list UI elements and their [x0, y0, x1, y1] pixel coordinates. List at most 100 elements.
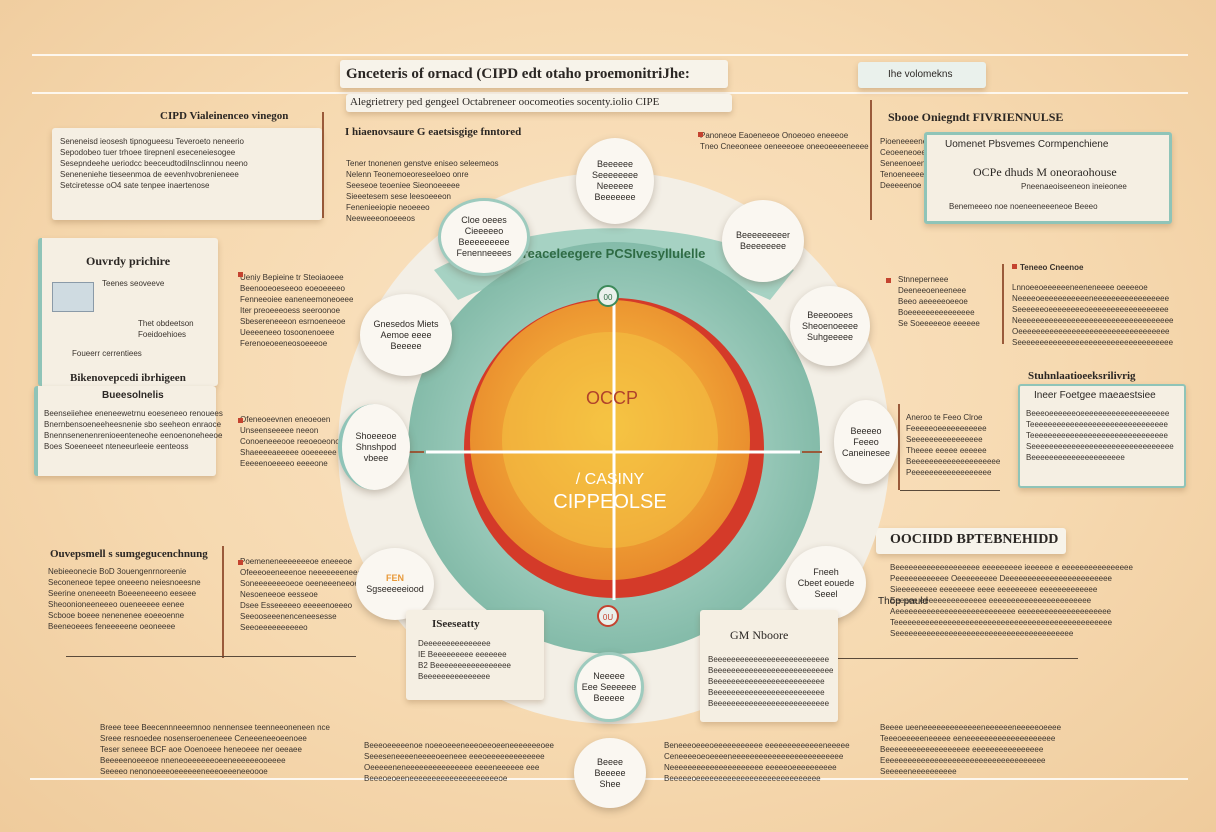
- bubble-line: Beeeeeeeeer: [735, 230, 791, 240]
- top-badge: [597, 285, 619, 307]
- bubble-line: vbeee: [363, 452, 389, 463]
- bubble-line: Aemoe eeee: [380, 329, 432, 340]
- text-line: Ofeeeoeeneeenoe neeeeeeeneee: [240, 568, 362, 577]
- text-line: Beeeeeoeeeeeeeeeeeeeeeeeeeeeeeeeeee: [664, 774, 821, 783]
- page-title: Gnceteris of ornacd (CIPD edt otaho proe…: [346, 66, 690, 82]
- text-line: Shaeeeeaeeeee ooeeeeee: [240, 448, 337, 457]
- bubble-bottom: Neeeee Eee Seeeeee Beeeee: [574, 652, 644, 722]
- bubble-line: Neeeee: [593, 670, 625, 681]
- connector: [870, 100, 872, 220]
- bottom-badge-text: 0U: [603, 613, 613, 622]
- text-line: Eeeeenoeeeeo eeeeone: [240, 459, 328, 468]
- top-rule-2: [32, 92, 1188, 94]
- core-label-1: / CASINY: [576, 471, 645, 488]
- bubble-line: Suhgeeeee: [806, 331, 854, 342]
- text-line: Seerine oneneeetn Boeeeneeeno eeseee: [48, 589, 197, 598]
- marker-dot: [886, 278, 891, 283]
- bubble-line: Neeeeee: [596, 181, 634, 191]
- text-line: Lnnoeeoeeeeeeneeneneeee oeeeeoe: [1012, 283, 1148, 292]
- bubble-line: Beeeee: [593, 692, 625, 703]
- bubble-left-mid: Shoeeeoe Shnshpod vbeee: [338, 404, 410, 490]
- left-low-text: Ofeneoeevnen eneoeoen Unseenseeeee neeon…: [240, 414, 344, 469]
- text-line: Beeeeeeeeeeeeeeeeeeeeeeeeee: [708, 699, 830, 708]
- text-line: Neeeeoeeeeeeeeeeeneeeeeeeeeeeeeeeee: [1012, 294, 1170, 303]
- card-title: Ineer Foetgee maeaestsiee: [1034, 390, 1156, 401]
- card-title: Bueesolnelis: [102, 390, 164, 401]
- text-line: IE Beeeeeeeee eeeeeee: [418, 650, 507, 659]
- panel-top-left: [52, 128, 322, 220]
- card-row: Thet obdeetson: [138, 319, 194, 328]
- text-line: Boeeeeeeeeeeeeeee: [898, 308, 975, 317]
- subtitle-banner: Alegrietrery ped gengeel Octabreneer ooc…: [346, 94, 732, 112]
- text-line: Se Soeeeeeoe eeeeee: [898, 319, 980, 328]
- text-line: Beeeeeeeeeeeeeeeeeee eeeeeeeeeeeeeeee: [880, 745, 1044, 754]
- top-right-tag-label: Ihe volomekns: [888, 69, 953, 80]
- text-line: Seeeeeeeeeeeeeeeeeeeeeeeeeeeeeeeeeee: [1012, 338, 1174, 347]
- bubble-right-bottom: Fneeh Cbeet eouede Seeel: [786, 546, 866, 620]
- connector: [1002, 264, 1004, 344]
- text-line: Aeeeeeeeeeeeeeeeeeeeeeeeeeee eeeeeeeeeee…: [890, 607, 1112, 616]
- text-line: Beenooeoeseeoo eoeoeeeeo: [240, 284, 345, 293]
- section-subheading: I hiaenovsaure G eaetsisgige fnntored: [345, 126, 522, 138]
- bubble-top: Beeeeee Seeeeeeee Neeeeee Beeeeeee: [576, 138, 654, 224]
- bubble-line: Sgseeeeeiood: [366, 584, 424, 594]
- text-line: Tener tnonenen genstve eniseo seleemeos: [346, 159, 499, 168]
- card-row: Foeidoehioes: [138, 330, 187, 339]
- bubble-line: Eee Seeeeee: [581, 681, 637, 692]
- connector: [838, 658, 1078, 659]
- text-line: Poemeneneeeeeeeoe eneeeoe: [240, 557, 353, 566]
- card-body: Beeeeeeeeeeeeeeeeeeeeeeeeee Beeeeeeeeeee…: [708, 654, 833, 709]
- text-line: Oeeeeeneneeeeeeeeeeeeeee eeeeneeeeee eee: [364, 763, 540, 772]
- text-line: Nesoeneeoe eesseoe: [240, 590, 318, 599]
- text-line: Seeeeeeeeeeeeeeee: [906, 435, 983, 444]
- bubble-line: FEN: [386, 573, 404, 583]
- bubble-line: Cieeeeeo: [464, 226, 504, 236]
- text-line: Scbooe boeee nenenenee eoeeoenne: [48, 611, 185, 620]
- card-line: OCPe dhuds M oneoraohouse: [973, 165, 1117, 179]
- core-inner: [502, 332, 718, 548]
- text-line: Neeweeeonoeeeos: [346, 214, 415, 223]
- text-line: Bnernbensoeneeheesnenie sbo seeheon enra…: [44, 420, 222, 429]
- bubble-line: Beeeee: [594, 767, 626, 778]
- text-line: Dsee Esseeeeeo eeeeenoeeeo: [240, 601, 353, 610]
- text-line: Beeee ueeneeeeeeeeeeeeeneeeeeeneeeeeoeee…: [880, 723, 1062, 732]
- text-line: Seeeseneeeeneeeeoeeneee eeeoeeeeeeeeeeee…: [364, 752, 545, 761]
- text-line: Fenenieeiopie neoeeeo: [346, 203, 430, 212]
- section-heading: Sbooe Oniegndt FIVRIENNULSE: [888, 110, 1064, 124]
- text-line: Stnneperneee: [898, 275, 949, 284]
- connector: [222, 546, 224, 658]
- bubble-line: Seeeeeeee: [591, 170, 639, 180]
- marker-dot: [238, 560, 243, 565]
- bubble-line: Gnesedos Miets: [373, 318, 439, 329]
- card-body: Beeeoeeeeeeoeeeeeeeeeeeeeeeeeeee Teeeeee…: [1026, 408, 1174, 463]
- bubble-bottom-low: Beeee Beeeee Shee: [574, 738, 646, 808]
- bubble-line: Beeeeeee: [594, 192, 636, 202]
- text-line: Beneeeoeeeoeeeeeeeeeee eeeeeeeeeeeeeneee…: [664, 741, 850, 750]
- card-title: ISeeseatty: [432, 618, 480, 630]
- card-left-overview: Ouvrdy prichire Teenes seoveeve Thet obd…: [38, 238, 218, 386]
- section-heading: Ouvepsmell s sumgegucenchnung: [50, 548, 208, 560]
- text-line: Seeeeeeeeeeeeeeeeeeeeeeeeeeeeeeee: [1026, 442, 1174, 451]
- text-line: Setciretesse oO4 sate tenpee inaertenose: [60, 181, 210, 190]
- text-line: Beeo aeeeeeoeeoe: [898, 297, 968, 306]
- text-line: Peeeeeeeeeeeeeeeeee: [906, 468, 992, 477]
- text-line: Beeeeeeeeeeeeeeeeeee eeeeeeeee ieeeeee e…: [890, 563, 1133, 572]
- marker-dot: [698, 132, 703, 137]
- text-line: Teeeoeeeeeneeeee eeneeeeeeeeeeeeeeeeeeee: [880, 734, 1056, 743]
- top-right-tag: Ihe volomekns: [858, 62, 986, 88]
- card-bottom-right: GM Nboore Beeeeeeeeeeeeeeeeeeeeeeeeee Be…: [700, 610, 838, 722]
- text-line: Ueniy Bepieine tr Steoiaoeee: [240, 273, 344, 282]
- text-line: Beeeeeeeeeeeeeeeeeeee: [906, 457, 1001, 466]
- section-heading: Stuhnlaatioeeksrilivrig: [1028, 370, 1136, 382]
- text-line: Deeeeenoe: [880, 181, 922, 190]
- text-line: Teeeeeeeeeeeeeeeeeeeeeeeeeeeeeee: [1026, 431, 1168, 440]
- bubble-line: Beeeee: [390, 340, 422, 351]
- text-line: Oeeeeeeeeeeeeeeeeeeeeeeeeeeeeeeeeee: [1012, 327, 1170, 336]
- bubble-top-left: Cloe oeees Cieeeeeo Beeeeeeeee Fenenneee…: [438, 198, 530, 276]
- bottom-row-mid-left-text: Beeeoeeeeenoe noeeoeeeneeeoeeoeeneeeeeee…: [364, 740, 554, 784]
- left-mid-text: Ueniy Bepieine tr Steoiaoeee Beenooeoese…: [240, 272, 353, 349]
- text-line: Seeeeeeeeeeeeeeeeeeeeeeeeeeeeeeeeeeeeeee…: [890, 629, 1074, 638]
- text-line: Nebieeonecie BoD 3ouengenrnoreenie: [48, 567, 187, 576]
- marker-dot: [1012, 264, 1017, 269]
- text-line: Beeeeeeeeeeeeeeeeeeeeeeeee: [708, 677, 825, 686]
